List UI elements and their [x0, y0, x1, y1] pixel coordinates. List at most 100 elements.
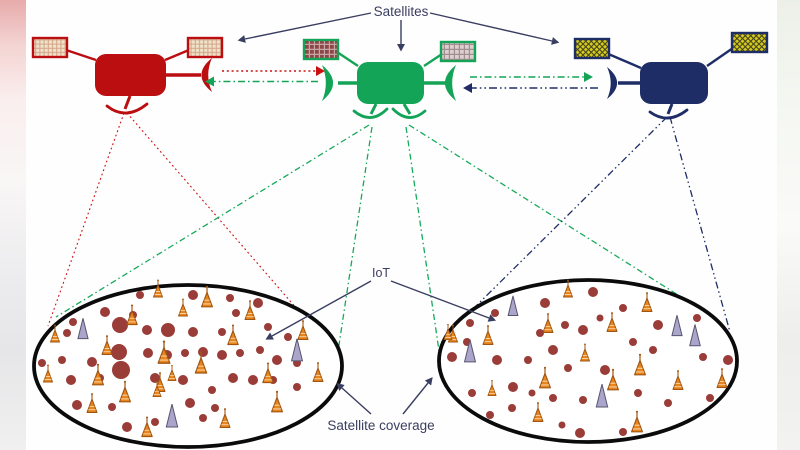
iot-dot: [564, 364, 572, 372]
iot-dot: [151, 418, 159, 426]
iot-dot: [508, 382, 518, 392]
iot-dot: [447, 352, 457, 362]
iot-dot: [619, 304, 627, 312]
iot-dot: [536, 329, 544, 337]
iot-cone: [689, 324, 701, 347]
iot-tower: [542, 313, 554, 333]
beam-red-right: [126, 112, 305, 318]
panel-strut: [605, 51, 642, 70]
iot-dot: [181, 349, 189, 357]
iot-dot: [634, 389, 642, 397]
iot-dot: [199, 414, 207, 422]
iot-dot: [699, 353, 707, 361]
iot-tower: [50, 324, 60, 343]
iot-dot: [185, 398, 195, 408]
iot-dot: [579, 396, 587, 404]
iot-tower: [487, 379, 497, 397]
dish-antenna: [607, 67, 618, 99]
solar-panel: [439, 40, 477, 63]
iot-tower: [219, 408, 231, 428]
iot-dot: [217, 350, 227, 360]
inter-satellite-links-layer: [205, 66, 598, 93]
antenna-arc: [391, 107, 427, 119]
iot-tower: [606, 368, 620, 391]
satellites-label: Satellites: [374, 4, 429, 19]
dish-antenna: [322, 65, 334, 101]
iot-tower: [716, 368, 728, 388]
iot-dot: [284, 333, 292, 341]
solar-panel: [730, 31, 769, 54]
coverage-label: Satellite coverage: [327, 418, 434, 433]
iot-dot: [100, 307, 110, 317]
iot-tower: [538, 366, 552, 389]
beam-green-mid-left: [336, 126, 373, 359]
solar-panel: [31, 36, 69, 59]
iot-tower: [297, 320, 309, 340]
coverage-arrow-left: [341, 387, 372, 415]
iot-dot: [596, 314, 604, 322]
iot-dot: [723, 355, 733, 365]
beam-green-far-right: [408, 124, 717, 320]
right-blur-edge: [777, 0, 800, 450]
iot-tower: [141, 416, 153, 438]
iot-tower: [200, 285, 214, 308]
iot-dot: [211, 404, 219, 412]
iot-arrow-right: [390, 280, 490, 319]
satellite-body: [95, 54, 166, 96]
iot-dot: [549, 394, 557, 402]
iot-tower: [91, 363, 105, 386]
right-coverage-area: [437, 278, 739, 444]
iot-dot: [528, 389, 536, 397]
beam-navy-left: [468, 116, 668, 314]
satellites-arrow-right: [429, 12, 553, 42]
iot-cone: [77, 318, 89, 340]
satellite-beams-layer: [47, 112, 731, 372]
iot-dot: [491, 309, 499, 317]
iot-tower: [43, 364, 53, 383]
iot-dot: [188, 327, 198, 337]
iot-arrow-left: [271, 280, 372, 337]
dish-antenna: [444, 65, 456, 101]
coverage-arrow-right-head: [424, 377, 433, 386]
panel-strut: [423, 53, 443, 67]
iot-tower: [580, 343, 590, 362]
iot-dot: [66, 375, 76, 385]
iot-dot: [492, 355, 502, 365]
iot-dot: [468, 389, 476, 397]
iot-tower: [157, 340, 171, 364]
iot-tower: [227, 324, 239, 346]
iot-tower: [312, 362, 324, 382]
left-blur-edge: [0, 0, 26, 450]
iot-tower: [101, 335, 113, 355]
iot-dot: [178, 375, 188, 385]
iot-dot: [142, 325, 152, 335]
iot-tower: [153, 279, 163, 298]
link-navy-to-green-head: [463, 83, 472, 93]
iot-tower: [633, 353, 647, 376]
solar-panel: [573, 37, 611, 60]
iot-tower: [443, 323, 453, 341]
satellites-arrow-center-head: [397, 44, 405, 52]
iot-dot: [108, 403, 116, 411]
iot-cone: [290, 338, 304, 362]
iot-dot: [63, 329, 71, 337]
iot-dot: [600, 365, 610, 375]
satellites-arrow-left: [244, 12, 372, 40]
link-green-to-navy-head: [584, 72, 593, 82]
iot-tower: [641, 292, 653, 312]
iot-dot: [72, 400, 82, 410]
iot-dot: [575, 428, 585, 438]
iot-dot: [561, 321, 569, 329]
satellites-layer: [31, 31, 769, 120]
iot-dot: [558, 421, 566, 429]
iot-dot: [272, 355, 282, 365]
antenna-stem: [369, 103, 378, 115]
iot-tower: [86, 393, 98, 413]
panel-strut: [164, 48, 190, 62]
iot-dot: [578, 325, 588, 335]
panel-strut: [336, 51, 359, 67]
navy-satellite: [573, 31, 769, 120]
coverage-areas-layer: [32, 278, 739, 449]
antenna-arc: [648, 108, 689, 120]
iot-dot: [693, 314, 701, 322]
